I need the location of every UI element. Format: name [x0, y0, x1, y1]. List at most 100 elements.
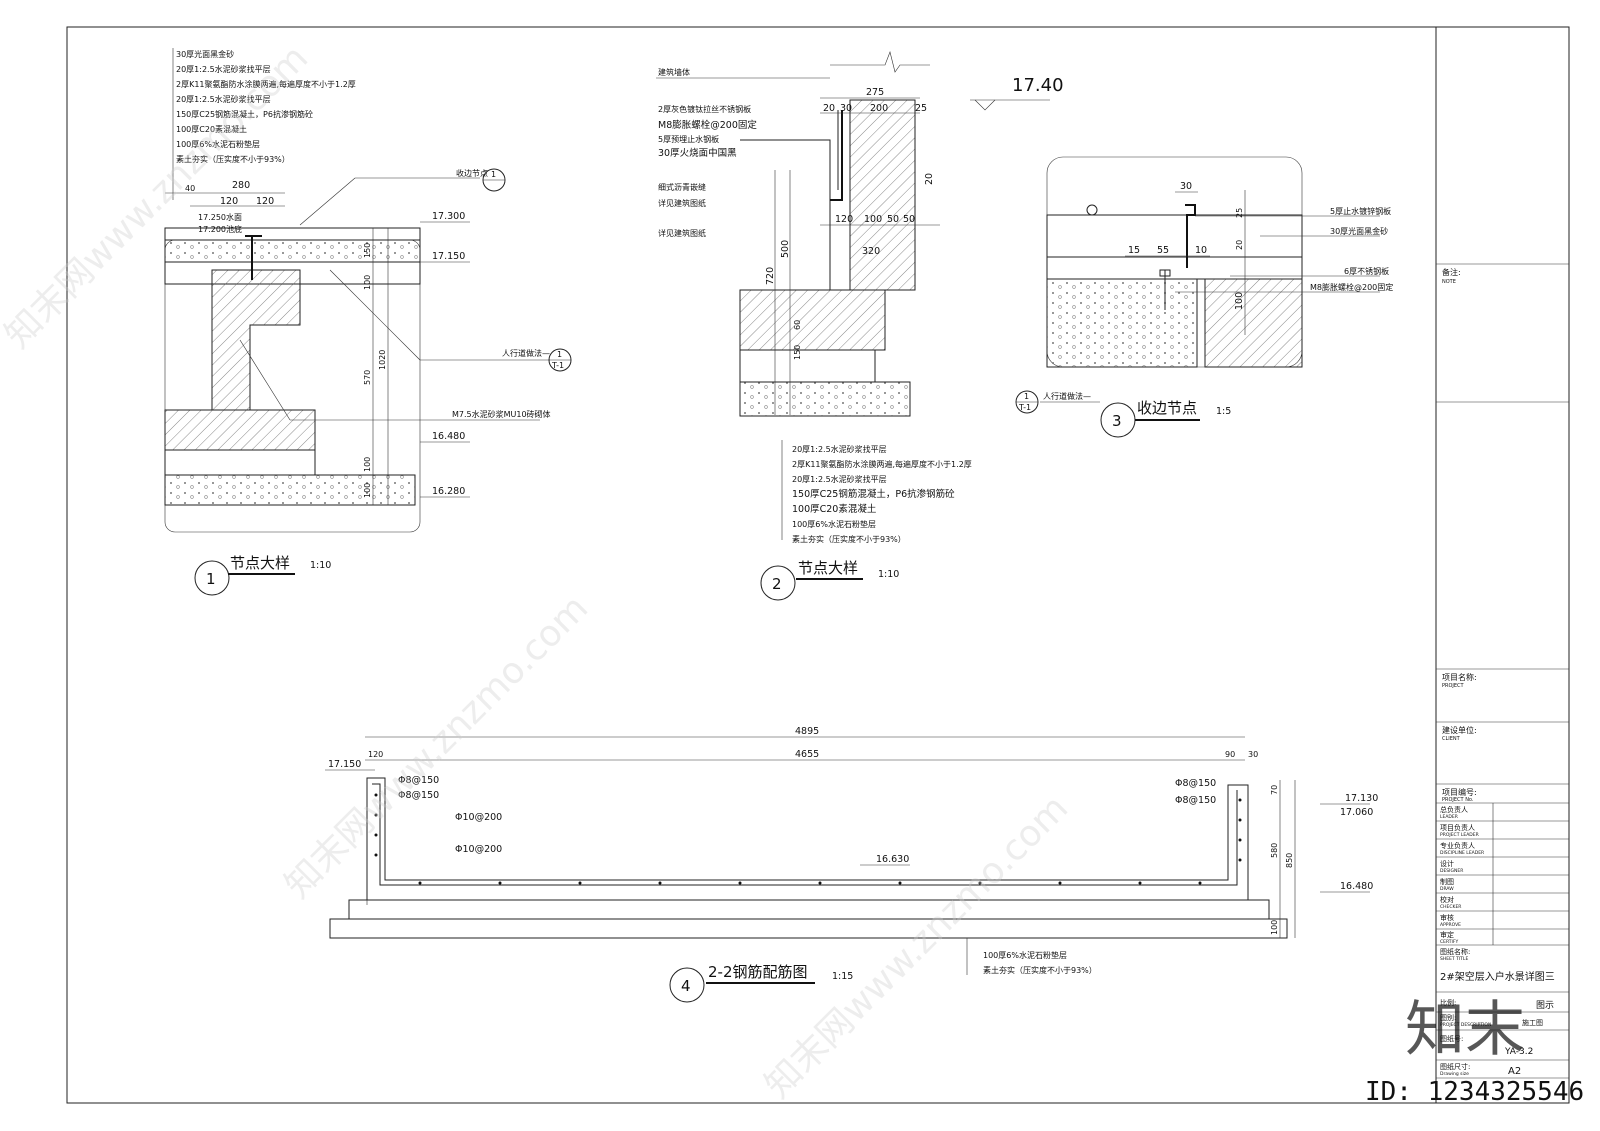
tb-project-label: 项目名称:	[1442, 672, 1477, 682]
d4-dim: 120	[368, 750, 383, 759]
tb-role-en: CERTIFY	[1440, 939, 1458, 945]
detail-1: 30厚光面黑金砂 20厚1:2.5水泥砂浆找平层 2厚K11聚氨酯防水涂膜两遍,…	[164, 48, 572, 596]
d2-dim: 50	[903, 214, 915, 225]
detail-3: 30 25 15 55 10 20 100 5厚止水镀锌钢板 30厚光面黑金砂 …	[1015, 156, 1393, 438]
d4-dim: 100	[1270, 920, 1279, 935]
d3-dim: 15	[1128, 245, 1140, 256]
tb-sheet-label: 图纸名称:	[1440, 947, 1470, 956]
watermark-id: ID: 1234325546	[1365, 1077, 1584, 1107]
tb-scale-value: 图示	[1536, 1000, 1554, 1011]
watermark-logo: 知末	[1405, 995, 1525, 1065]
tb-projno-en: PROJECT No.	[1442, 797, 1474, 803]
d4-rebar: Φ8@150	[1175, 795, 1216, 806]
tb-role-en: DISCIPLINE LEADER	[1440, 850, 1484, 856]
d2-elev: 17.40	[1012, 75, 1064, 96]
detail2-layers: 20厚1:2.5水泥砂浆找平层 2厚K11聚氨酯防水涂膜两遍,每遍厚度不小于1.…	[792, 444, 972, 544]
d2-dim: 100	[864, 214, 882, 225]
d2-dim: 720	[765, 267, 776, 285]
d3-dim: 10	[1195, 245, 1207, 256]
d1-dim: 100	[363, 483, 372, 498]
d1-dim: 100	[363, 275, 372, 290]
d1-dim: 120	[256, 196, 274, 207]
d1-dim: 100	[363, 457, 372, 472]
tb-no-label: 图纸号:	[1440, 1034, 1463, 1043]
d2-title: 节点大样	[798, 559, 858, 577]
d3-label: 6厚不锈钢板	[1344, 266, 1389, 276]
tb-role: 总负责人	[1440, 805, 1468, 814]
tb-role-en: PROJECT LEADER	[1440, 832, 1479, 838]
d4-elev: 16.480	[1340, 881, 1373, 892]
d1-dim: 280	[232, 180, 250, 191]
tb-no-value: YA-3.2	[1504, 1047, 1533, 1057]
title-block: 备注: NOTE 项目名称: PROJECT 建设单位: CLIENT 项目编号…	[1436, 263, 1569, 1079]
d4-elev: 17.150	[328, 759, 361, 770]
d4-rebar: Φ10@200	[455, 844, 502, 855]
d1-dim: 40	[185, 184, 195, 193]
d2-layer: 100厚C20素混凝土	[792, 503, 877, 515]
watermark-text: 知末网www.znzmo.com	[277, 588, 596, 907]
d2-dim: 30	[840, 103, 852, 114]
tb-role-en: CHECKER	[1440, 904, 1461, 910]
d3-title: 收边节点	[1137, 399, 1197, 417]
d1-layer: 20厚1:2.5水泥砂浆找平层	[176, 64, 271, 74]
d4-dim: 580	[1270, 843, 1279, 858]
d2-layer: 20厚1:2.5水泥砂浆找平层	[792, 474, 887, 484]
d1-note-ref: 1	[557, 350, 562, 359]
d2-dim: 500	[780, 240, 791, 258]
d2-label: 建筑墙体	[658, 67, 690, 77]
d3-label: 30厚光面黑金砂	[1330, 226, 1388, 236]
d4-dim-total: 4895	[795, 726, 819, 737]
d2-dim: 50	[887, 214, 899, 225]
d1-title: 节点大样	[230, 554, 290, 572]
d1-dim: 570	[363, 370, 372, 385]
d4-rebar: Φ8@150	[1175, 778, 1216, 789]
d1-note: 收边节点	[456, 168, 488, 178]
d4-title: 2-2钢筋配筋图	[708, 963, 808, 981]
d2-layer: 20厚1:2.5水泥砂浆找平层	[792, 444, 887, 454]
d1-elev: 16.280	[432, 486, 465, 497]
tb-desc-label: 图别:	[1440, 1013, 1456, 1022]
d1-layer: 20厚1:2.5水泥砂浆找平层	[176, 94, 271, 104]
d2-layer: 素土夯实（压实度不小于93%）	[792, 534, 906, 544]
tb-size-label: 图纸尺寸:	[1440, 1062, 1470, 1071]
watermark-text: 知末网www.znzmo.com	[757, 788, 1076, 1107]
tb-projno-label: 项目编号:	[1442, 787, 1477, 797]
tb-desc-en: PROJECT DESCRIPTION	[1440, 1022, 1491, 1028]
d1-title-num: 1	[206, 570, 216, 588]
tb-sheet-en: SHEET TITLE	[1440, 956, 1468, 962]
d4-elev: 16.630	[876, 854, 909, 865]
d3-title-num: 3	[1112, 412, 1122, 430]
d2-title-num: 2	[772, 575, 782, 593]
d2-dim: 320	[862, 246, 880, 257]
d3-label: M8膨胀螺栓@200固定	[1310, 282, 1393, 292]
d4-rebar: Φ10@200	[455, 812, 502, 823]
d2-dim: 20	[823, 103, 835, 114]
tb-role: 审定	[1440, 930, 1454, 939]
detail2-top-labels: 建筑墙体 2厚灰色镀钛拉丝不锈钢板 M8膨胀螺栓@200固定 5厚预埋止水钢板 …	[656, 67, 830, 238]
d1-layer: 100厚6%水泥石粉垫层	[176, 139, 260, 149]
tb-role-en: LEADER	[1440, 814, 1458, 820]
d2-layer: 2厚K11聚氨酯防水涂膜两遍,每遍厚度不小于1.2厚	[792, 459, 972, 469]
d3-dim: 25	[1235, 208, 1244, 218]
d2-dim: 25	[915, 103, 927, 114]
tb-project-en: PROJECT	[1442, 683, 1465, 689]
d3-dim: 20	[1235, 240, 1244, 250]
d3-label: 5厚止水镀锌钢板	[1330, 206, 1391, 216]
d4-layer: 100厚6%水泥石粉垫层	[983, 950, 1067, 960]
d4-dim: 70	[1270, 785, 1279, 795]
d3-walkway: 人行道做法—	[1043, 391, 1091, 401]
d4-elev: 17.130	[1345, 793, 1378, 804]
d1-elev: 17.250水面	[198, 212, 242, 222]
d2-label: 2厚灰色镀钛拉丝不锈钢板	[658, 104, 751, 114]
d2-label: 详见建筑图纸	[658, 228, 706, 238]
tb-role: 审核	[1440, 913, 1454, 922]
d2-dim: 60	[793, 320, 802, 330]
tb-role: 项目负责人	[1440, 823, 1475, 832]
d4-elev: 17.060	[1340, 807, 1373, 818]
tb-role: 校对	[1440, 895, 1454, 904]
tb-size-en: Drawing size	[1440, 1071, 1469, 1077]
tb-client-label: 建设单位:	[1442, 725, 1477, 735]
d1-note: M7.5水泥砂浆MU10砖砌体	[452, 409, 551, 419]
d4-rebar: Φ8@150	[398, 775, 439, 786]
